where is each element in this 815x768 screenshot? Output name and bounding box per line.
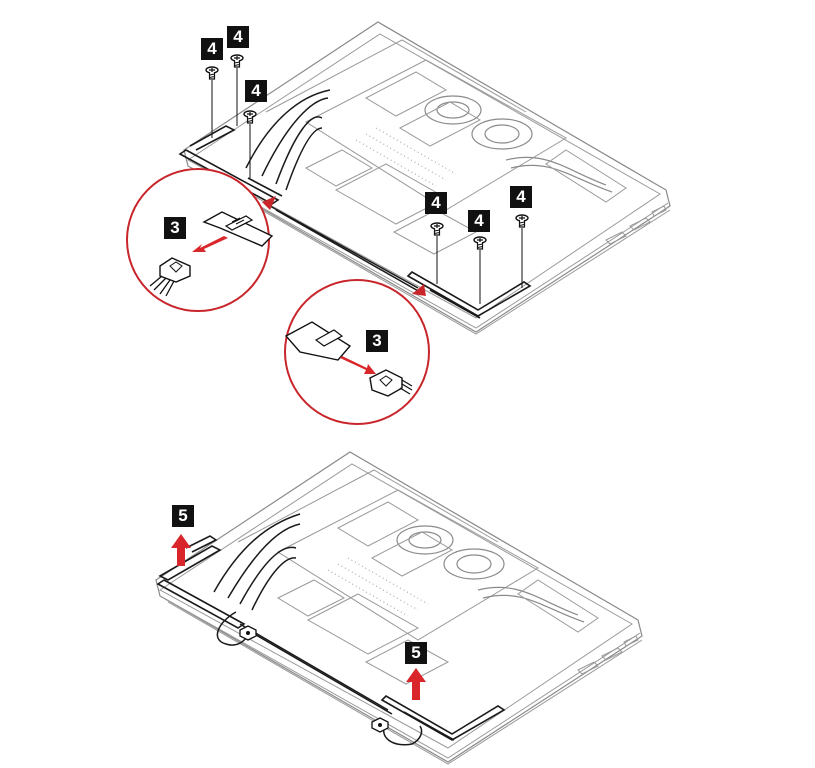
screw-icon [515,214,529,228]
connector-icon [239,625,257,641]
screw-icon [473,236,487,250]
callout-screw: 4 [425,192,447,214]
callout-screw: 4 [510,186,532,208]
top-antenna-right [406,271,532,319]
bottom-antenna-right [380,695,506,741]
arrow-icon [406,668,426,700]
zoom-circle-icon [284,279,430,425]
callout-lift: 5 [172,505,194,527]
connector-icon [371,717,389,733]
callout-lift: 5 [405,642,427,664]
screw-icon [205,66,219,80]
callout-screw: 4 [468,210,490,232]
screw-icon [230,54,244,68]
top-antenna-cables [244,88,421,293]
callout-screw: 4 [245,80,267,102]
screw-icon [430,222,444,236]
callout-screw: 4 [227,26,249,48]
callout-disconnect: 3 [366,330,388,352]
zoom-circle-icon [126,168,276,312]
callout-disconnect: 3 [164,217,186,239]
bottom-antenna-left [156,535,246,629]
bottom-laptop-base [155,451,643,765]
arrow-icon [171,534,191,566]
callout-screw: 4 [201,38,223,60]
bottom-antenna-cables [212,512,423,746]
